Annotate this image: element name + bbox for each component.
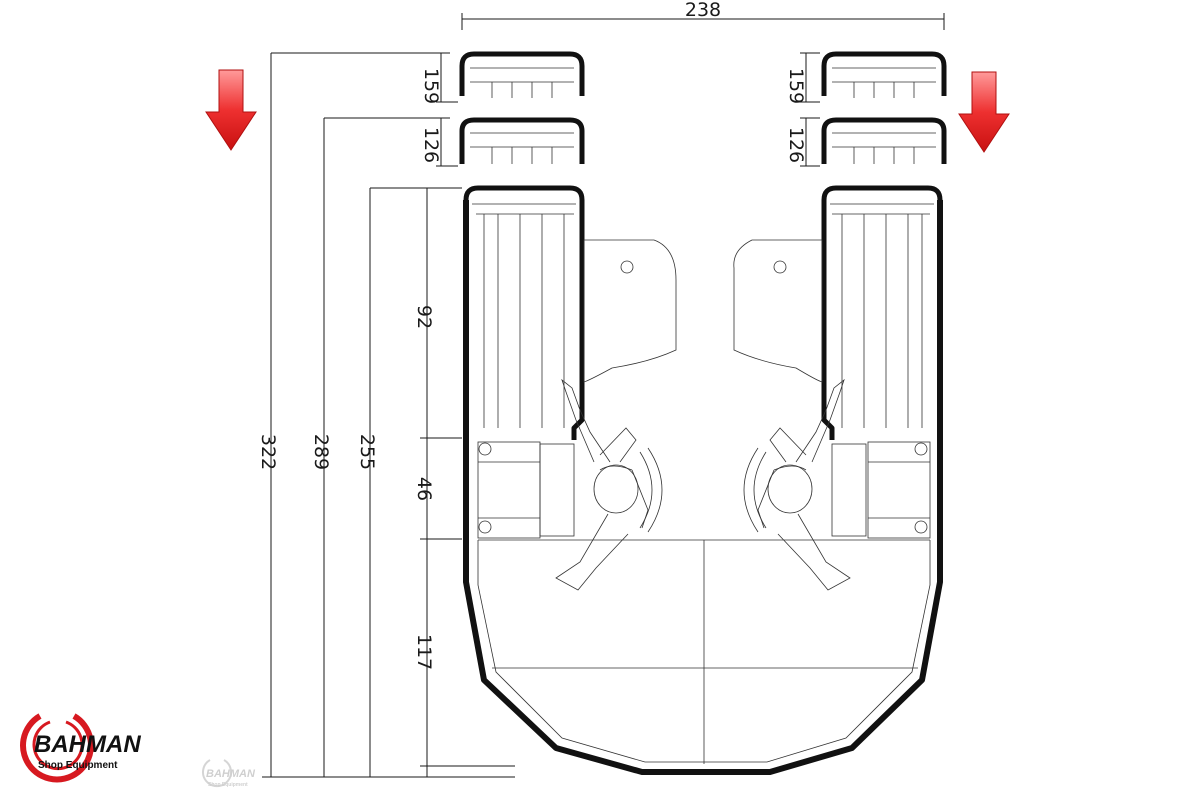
logo-tagline-text: Shop Equipment [38, 760, 118, 771]
length-255-label: 255 [356, 434, 378, 470]
arrow-down-icon-right [958, 71, 1010, 153]
extension-panel-right-2 [821, 117, 947, 164]
logo-brand-text: BAHMAN [34, 731, 141, 758]
length-dimensions: 322 289 255 92 46 117 [257, 52, 515, 778]
watermark-brand-text: BAHMAN [206, 768, 256, 780]
panel-second-right-label: 126 [785, 127, 807, 163]
bahman-logo: BAHMAN Shop Equipment [20, 713, 141, 783]
storage-module-left [463, 185, 585, 440]
person-left [555, 378, 649, 591]
watermark-logo: BAHMAN Shop Equipment [202, 759, 256, 788]
section-middle-label: 46 [413, 477, 435, 501]
watermark-tagline-text: Shop Equipment [208, 782, 248, 788]
total-length-label: 322 [257, 434, 279, 470]
section-upper-label: 92 [413, 305, 435, 329]
table-right [733, 239, 823, 383]
storage-module-right [821, 185, 943, 440]
workstation-right [743, 441, 931, 539]
main-body-outline [463, 200, 943, 775]
workstation-left [477, 441, 663, 539]
person-right [757, 378, 851, 591]
panel-second-left-label: 126 [420, 127, 442, 163]
length-289-label: 289 [310, 434, 332, 470]
overall-width-dimension: 238 [461, 0, 945, 30]
arrow-down-icon-left [205, 69, 257, 151]
table-left [583, 239, 677, 383]
panel-dimensions: 159 126 159 126 [420, 52, 820, 167]
extension-panel-left-1 [459, 51, 585, 98]
extension-panel-left-2 [459, 117, 585, 164]
section-lower-label: 117 [413, 634, 435, 670]
extension-panel-right-1 [821, 51, 947, 98]
overall-width-label: 238 [685, 0, 721, 21]
panel-top-right-label: 159 [785, 68, 807, 104]
panel-top-left-label: 159 [420, 68, 442, 104]
